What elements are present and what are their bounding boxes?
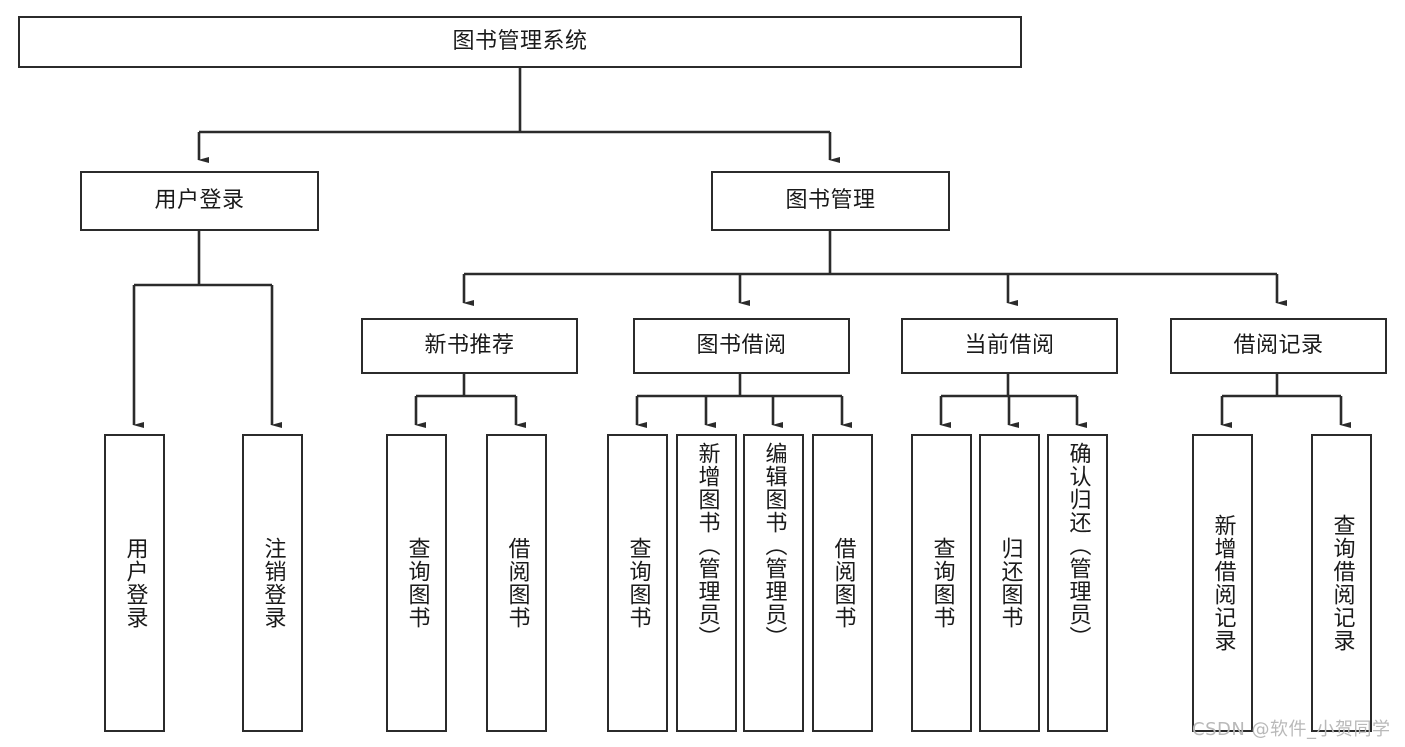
node-leaf-add-book-label: 新增图书（管理员）: [694, 442, 720, 649]
node-user-login-label: 用户登录: [154, 187, 245, 213]
node-leaf-query-book-2-label: 查询图书: [625, 537, 651, 629]
node-leaf-query-book-2[interactable]: 查询图书: [607, 434, 668, 732]
node-leaf-query-book-1[interactable]: 查询图书: [386, 434, 447, 732]
node-book-borrow[interactable]: 图书借阅: [633, 318, 850, 374]
node-leaf-borrow-book-1-label: 借阅图书: [504, 537, 530, 629]
node-leaf-add-record[interactable]: 新增借阅记录: [1192, 434, 1253, 732]
node-leaf-user-login-label: 用户登录: [122, 537, 148, 629]
node-book-management[interactable]: 图书管理: [711, 171, 950, 231]
node-leaf-query-book-3[interactable]: 查询图书: [911, 434, 972, 732]
node-leaf-confirm-return[interactable]: 确认归还（管理员）: [1047, 434, 1108, 732]
node-leaf-query-book-3-label: 查询图书: [929, 537, 955, 629]
node-root-label: 图书管理系统: [452, 28, 588, 54]
node-borrow-record-label: 借阅记录: [1233, 332, 1324, 358]
node-leaf-return-book[interactable]: 归还图书: [979, 434, 1040, 732]
node-new-book-recommend-label: 新书推荐: [424, 332, 515, 358]
node-leaf-borrow-book-2[interactable]: 借阅图书: [812, 434, 873, 732]
node-leaf-add-record-label: 新增借阅记录: [1210, 514, 1236, 652]
node-leaf-return-book-label: 归还图书: [997, 537, 1023, 629]
node-leaf-borrow-book-1[interactable]: 借阅图书: [486, 434, 547, 732]
node-leaf-add-book[interactable]: 新增图书（管理员）: [676, 434, 737, 732]
node-book-borrow-label: 图书借阅: [696, 332, 787, 358]
node-leaf-edit-book-label: 编辑图书（管理员）: [761, 442, 787, 649]
node-leaf-edit-book[interactable]: 编辑图书（管理员）: [743, 434, 804, 732]
node-user-login[interactable]: 用户登录: [80, 171, 319, 231]
node-leaf-confirm-return-label: 确认归还（管理员）: [1065, 442, 1091, 649]
node-leaf-user-login[interactable]: 用户登录: [104, 434, 165, 732]
node-leaf-query-record-label: 查询借阅记录: [1329, 514, 1355, 652]
node-leaf-logout-label: 注销登录: [260, 537, 286, 629]
node-borrow-record[interactable]: 借阅记录: [1170, 318, 1387, 374]
node-root[interactable]: 图书管理系统: [18, 16, 1022, 68]
node-leaf-query-record[interactable]: 查询借阅记录: [1311, 434, 1372, 732]
node-leaf-borrow-book-2-label: 借阅图书: [830, 537, 856, 629]
node-leaf-logout[interactable]: 注销登录: [242, 434, 303, 732]
node-book-management-label: 图书管理: [785, 187, 876, 213]
node-current-borrow-label: 当前借阅: [964, 332, 1055, 358]
node-leaf-query-book-1-label: 查询图书: [404, 537, 430, 629]
node-new-book-recommend[interactable]: 新书推荐: [361, 318, 578, 374]
node-current-borrow[interactable]: 当前借阅: [901, 318, 1118, 374]
